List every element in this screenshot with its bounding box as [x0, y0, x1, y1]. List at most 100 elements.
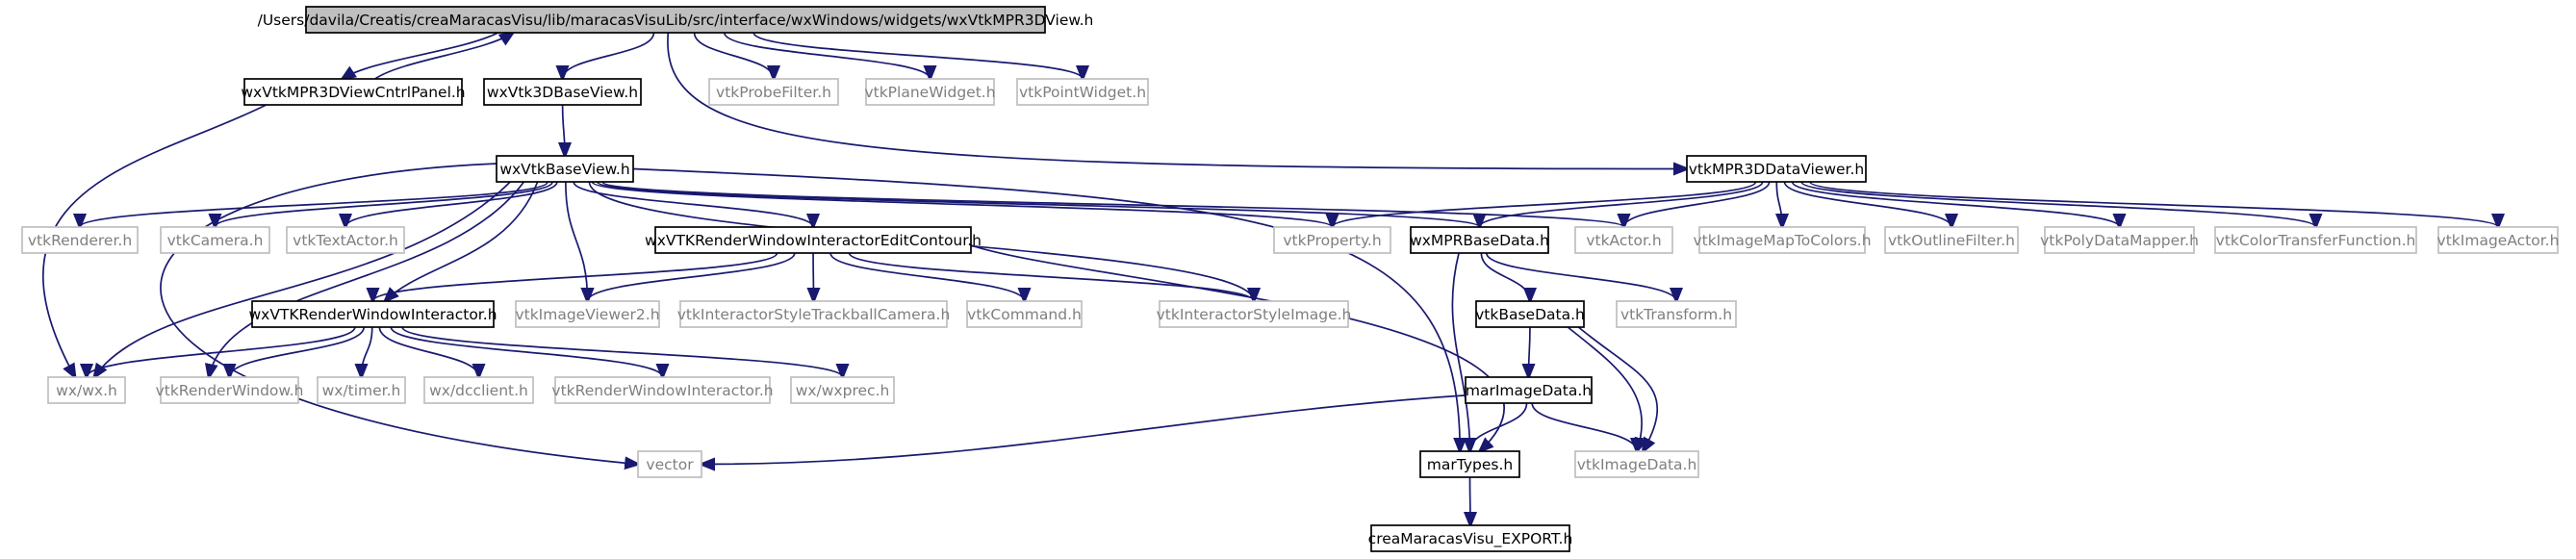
- node-label: vtkInteractorStyleTrackballCamera.h: [677, 306, 951, 323]
- edge-basev-to-renderwindow: [209, 181, 525, 377]
- edge-mprdv-to-imageactor: [1809, 181, 2498, 227]
- node-box: [160, 226, 270, 254]
- node-box: [679, 300, 948, 328]
- edge-rwi-to-vtkrwi: [390, 326, 662, 377]
- node-label: /Users/davila/Creatis/creaMaracasVisu/li…: [258, 12, 1094, 29]
- node-box: [654, 226, 972, 254]
- node-label: wxVTKRenderWindowInteractor.h: [248, 306, 497, 323]
- node-point: vtkPointWidget.h: [1016, 78, 1149, 106]
- edge-editcontour-to-martypes: [970, 244, 1505, 451]
- node-box: [317, 376, 406, 404]
- edge-mprdv-to-property: [1333, 181, 1757, 227]
- edge-marimage-to-imagedata: [1531, 402, 1637, 451]
- node-label: vtkProbeFilter.h: [716, 84, 831, 101]
- edge-basev-to-camera: [216, 181, 553, 227]
- node-label: wxVTKRenderWindowInteractorEditContour.h: [645, 232, 982, 249]
- edge-base3d-to-basev: [563, 104, 565, 156]
- node-label: wxVtkBaseView.h: [499, 161, 629, 178]
- node-base3d[interactable]: wxVtk3DBaseView.h: [483, 78, 642, 106]
- node-martypes[interactable]: marTypes.h: [1419, 450, 1520, 478]
- node-label: vtkCommand.h: [967, 306, 1082, 323]
- edge-mprdv-to-outline: [1783, 181, 1951, 227]
- edge-mprdv-to-mprbase: [1480, 181, 1764, 227]
- edge-root-to-probe: [693, 32, 774, 79]
- node-label: wxMPRBaseData.h: [1410, 232, 1549, 249]
- edge-marimage-to-martypes: [1470, 402, 1528, 451]
- edge-mprbase-to-martypes: [1451, 252, 1469, 451]
- node-outline: vtkOutlineFilter.h: [1884, 226, 2019, 254]
- node-imagemap: vtkImageMapToColors.h: [1693, 226, 1872, 254]
- node-label: vtkImageMapToColors.h: [1693, 232, 1871, 249]
- node-label: vtkRenderWindow.h: [156, 382, 304, 399]
- node-box: [496, 155, 634, 183]
- node-box: [1698, 226, 1866, 254]
- node-label: vtkOutlineFilter.h: [1888, 232, 2015, 249]
- edge-basev-to-editcontour: [573, 181, 813, 227]
- node-label: vtkImageViewer2.h: [515, 306, 659, 323]
- node-label: vector: [646, 456, 694, 473]
- node-box: [160, 376, 299, 404]
- node-label: wxVtkMPR3DViewCntrlPanel.h: [241, 84, 465, 101]
- edge-root-to-base3d: [563, 32, 655, 79]
- node-box: [2437, 226, 2559, 254]
- node-label: wx/wx.h: [56, 382, 117, 399]
- node-label: marImageData.h: [1466, 382, 1592, 399]
- node-box: [1475, 300, 1585, 328]
- node-cntrl[interactable]: wxVtkMPR3DViewCntrlPanel.h: [241, 78, 466, 106]
- edge-basev-to-textactor: [345, 181, 558, 227]
- node-basev[interactable]: wxVtkBaseView.h: [496, 155, 634, 183]
- edge-root-to-point: [752, 32, 1083, 79]
- node-label: wxVtk3DBaseView.h: [487, 84, 638, 101]
- node-label: vtkRenderer.h: [28, 232, 132, 249]
- edge-mprdv-to-actor: [1624, 181, 1771, 227]
- node-vtkrwi: vtkRenderWindowInteractor.h: [551, 376, 774, 404]
- node-label: vtkMPR3DDataViewer.h: [1689, 161, 1865, 178]
- edge-mprdv-to-colortf: [1800, 181, 2315, 227]
- node-trackball: vtkInteractorStyleTrackballCamera.h: [677, 300, 951, 328]
- node-mprbase[interactable]: wxMPRBaseData.h: [1410, 226, 1549, 254]
- node-box: [47, 376, 126, 404]
- edge-editcontour-to-styleimage: [848, 252, 1254, 301]
- node-label: vtkImageData.h: [1577, 456, 1697, 473]
- node-box: [483, 78, 642, 106]
- edge-rwi-to-dcclient: [378, 326, 478, 377]
- edge-mprbase-to-basedata: [1480, 252, 1530, 301]
- node-rwi[interactable]: wxVTKRenderWindowInteractor.h: [248, 300, 497, 328]
- edge-marimage-to-vector: [701, 394, 1467, 465]
- edge-basev-to-property: [591, 181, 1332, 227]
- node-label: wx/wxprec.h: [796, 382, 890, 399]
- node-actor: vtkActor.h: [1574, 226, 1673, 254]
- node-label: vtkActor.h: [1586, 232, 1661, 249]
- node-export[interactable]: creaMaracasVisu_EXPORT.h: [1368, 524, 1573, 552]
- node-box: [1465, 376, 1593, 404]
- node-camera: vtkCamera.h: [160, 226, 270, 254]
- node-colortf: vtkColorTransferFunction.h: [2214, 226, 2417, 254]
- node-box: [708, 78, 839, 106]
- node-box: [1016, 78, 1149, 106]
- node-box: [966, 300, 1083, 328]
- edge-editcontour-to-rwi: [373, 252, 778, 301]
- node-basedata[interactable]: vtkBaseData.h: [1475, 300, 1585, 328]
- node-renderwindow: vtkRenderWindow.h: [156, 376, 304, 404]
- edge-basev-to-viewer2: [564, 181, 588, 301]
- node-polymapper: vtkPolyDataMapper.h: [2040, 226, 2199, 254]
- node-root[interactable]: /Users/davila/Creatis/creaMaracasVisu/li…: [258, 6, 1094, 34]
- edge-basev-to-actor: [601, 181, 1623, 227]
- node-box: [21, 226, 139, 254]
- node-box: [1574, 450, 1699, 478]
- edge-basev-to-mprbase: [596, 181, 1480, 227]
- node-marimage[interactable]: marImageData.h: [1465, 376, 1593, 404]
- node-vector: vector: [637, 450, 702, 478]
- node-wxprec: wx/wxprec.h: [790, 376, 895, 404]
- node-label: vtkTransform.h: [1620, 306, 1732, 323]
- edge-rwi-to-wxprec: [401, 326, 842, 377]
- edge-rwi-to-wxwx: [87, 326, 356, 377]
- node-command: vtkCommand.h: [966, 300, 1083, 328]
- node-editcontour[interactable]: wxVTKRenderWindowInteractorEditContour.h: [645, 226, 982, 254]
- edge-basedata-to-imagedata: [1577, 326, 1659, 451]
- edge-basev-to-rwi: [385, 181, 539, 301]
- node-mprdv[interactable]: vtkMPR3DDataViewer.h: [1686, 155, 1867, 183]
- node-box: [1884, 226, 2019, 254]
- node-box: [251, 300, 495, 328]
- node-label: vtkBaseData.h: [1475, 306, 1585, 323]
